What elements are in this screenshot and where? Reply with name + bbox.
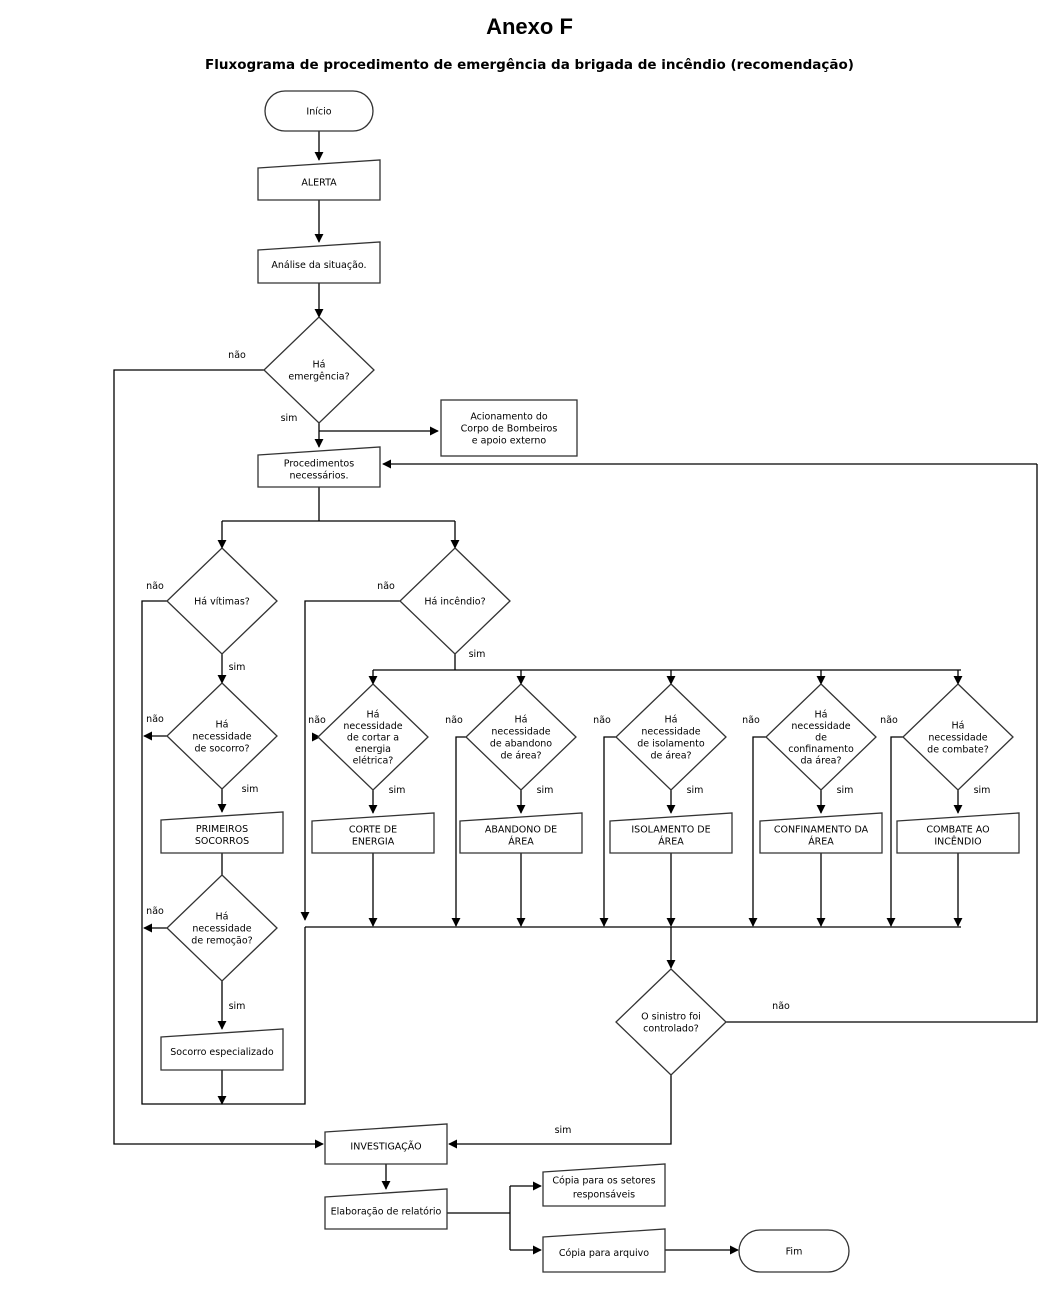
edge-nao-evacuation-decision [451,736,466,927]
first-aid-decision [166,682,278,790]
investigation-step [324,1123,448,1165]
label-nao-isolation-decision: não [593,715,611,726]
label-sim-vitimas: sim [229,662,246,673]
label-sim-remocao: sim [229,1001,246,1012]
alert-step [257,159,381,201]
label-nao-incendio: não [377,581,395,592]
label-sim-sinistro: sim [555,1125,572,1136]
label-nao-energy-cut-decision: não [308,715,326,726]
edge-nao-incendio [300,600,400,921]
energy-cut-step [311,812,435,854]
copy-departments-step [542,1163,666,1207]
edge-nao-vitimas [141,600,222,1105]
investigation-step-label: INVESTIGAÇÃO [350,1142,421,1153]
victims-decision [166,547,278,655]
label-sim-socorro: sim [242,784,259,795]
label-sim-energy-cut-decision: sim [389,785,406,796]
edge-nao-confinement-decision [748,736,766,927]
label-nao-evacuation-decision: não [445,715,463,726]
fire-decision [399,547,511,655]
energy-cut-decision [317,683,429,791]
victims-decision-label: Há vítimas? [194,597,250,608]
start-terminal [264,90,374,132]
label-sim-emergencia: sim [281,413,298,424]
alert-step-label: ALERTA [301,178,337,189]
label-nao-firefight-decision: não [880,715,898,726]
fire-decision-label: Há incêndio? [424,597,485,608]
confinement-step [759,812,883,854]
confinement-decision [765,683,877,791]
first-aid-step [160,811,284,854]
isolation-decision [615,683,727,791]
end-terminal-label: Fim [786,1247,803,1258]
label-sim-evacuation-decision: sim [537,785,554,796]
label-nao-sinistro: não [772,1001,790,1012]
isolation-step [609,812,733,854]
emergency-decision [263,316,375,424]
label-nao-remocao: não [146,906,164,917]
label-nao-emergencia: não [228,350,246,361]
label-nao-vitimas: não [146,581,164,592]
report-step-label: Elaboração de relatório [331,1207,442,1218]
copy-archive-step [542,1228,666,1273]
edge-nao-firefight-decision [886,736,903,927]
analysis-step-label: Análise da situação. [271,260,366,271]
procedures-step [257,446,381,488]
copy-archive-step-label: Cópia para arquivo [559,1248,649,1259]
page-subtitle: Fluxograma de procedimento de emergência… [205,57,854,73]
specialized-aid-step-label: Socorro especializado [170,1047,274,1058]
firefight-step [896,812,1020,854]
removal-decision [166,874,278,982]
edge-victims-merge-up [222,927,306,1105]
label-sim-confinement-decision: sim [837,785,854,796]
report-step [324,1188,448,1230]
evacuation-decision [465,683,577,791]
edge-nao-sinistro-loop [726,464,1038,1023]
page-title: Anexo F [486,14,573,39]
start-terminal-label: Início [306,107,331,118]
controlled-decision [615,968,727,1076]
label-sim-isolation-decision: sim [687,785,704,796]
edge-nao-isolation-decision [599,736,616,927]
label-nao-socorro: não [146,714,164,725]
end-terminal [738,1229,850,1273]
edge-sim-to-investigacao [448,1075,672,1149]
external-support-box [440,399,578,457]
analysis-step [257,241,381,284]
specialized-aid-step [160,1028,284,1071]
label-sim-incendio: sim [469,649,486,660]
label-sim-firefight-decision: sim [974,785,991,796]
firefight-decision [902,683,1014,791]
label-nao-confinement-decision: não [742,715,760,726]
edge-nao-to-investigacao [113,369,324,1149]
evacuation-step [459,812,583,854]
